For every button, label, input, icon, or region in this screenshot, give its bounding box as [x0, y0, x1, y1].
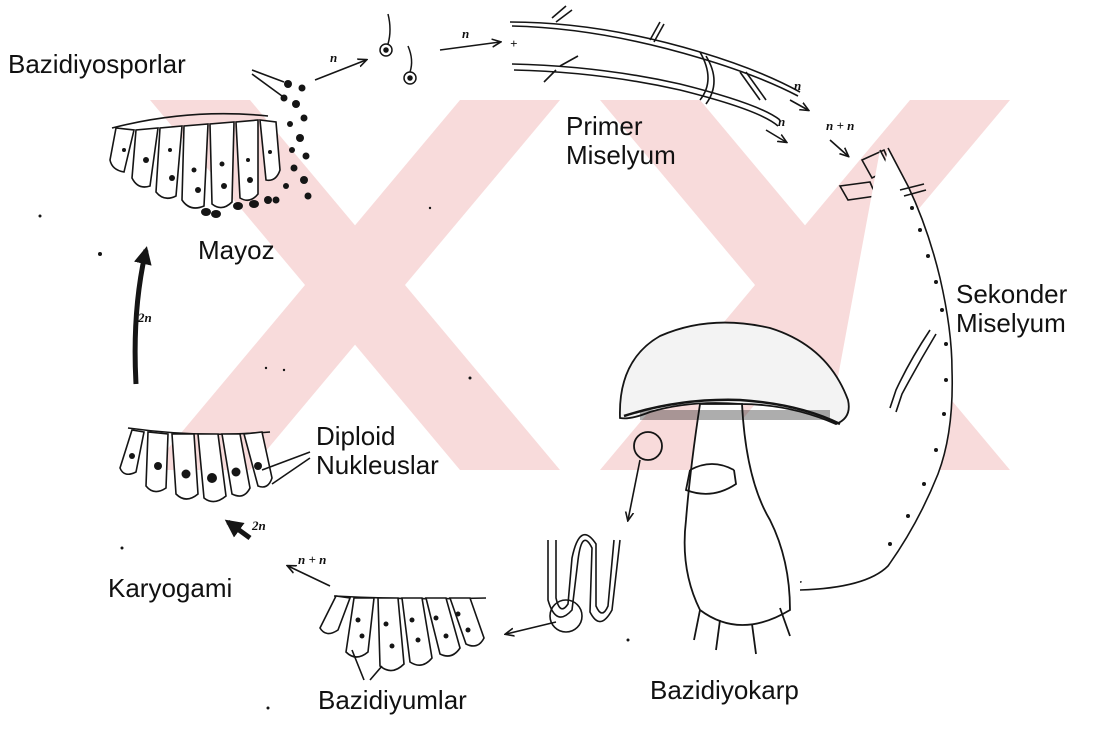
gill-section: [548, 535, 620, 632]
ploidy-nn-basidia: n + n: [298, 552, 326, 568]
label-bazidiyokarp: Bazidiyokarp: [650, 676, 799, 705]
label-sekonder-miselyum: Sekonder Miselyum: [956, 280, 1067, 338]
ploidy-n-primer-1: n: [794, 78, 801, 94]
spore-label-pointers: [252, 70, 284, 96]
ploidy-2n-karyogamy: 2n: [252, 518, 266, 534]
label-karyogami: Karyogami: [108, 574, 232, 603]
germinating-spores: [380, 14, 416, 84]
ploidy-n-germ: n: [462, 26, 469, 42]
ploidy-n-primer-2: n: [778, 114, 785, 130]
label-bazidiyosporlar: Bazidiyosporlar: [8, 50, 186, 79]
ploidy-nn-secondary: n + n: [826, 118, 854, 134]
label-diploid-nukleuslar: Diploid Nukleuslar: [316, 422, 439, 480]
label-primer-miselyum: Primer Miselyum: [566, 112, 676, 170]
label-mayoz: Mayoz: [198, 236, 275, 265]
label-bazidiyumlar: Bazidiyumlar: [318, 686, 467, 715]
ploidy-n-spore: n: [330, 50, 337, 66]
mushroom-basidiocarp: [620, 323, 849, 654]
ploidy-plus: +: [510, 36, 517, 52]
ploidy-2n-meiosis: 2n: [138, 310, 152, 326]
dikaryotic-basidia-row: [320, 596, 486, 671]
